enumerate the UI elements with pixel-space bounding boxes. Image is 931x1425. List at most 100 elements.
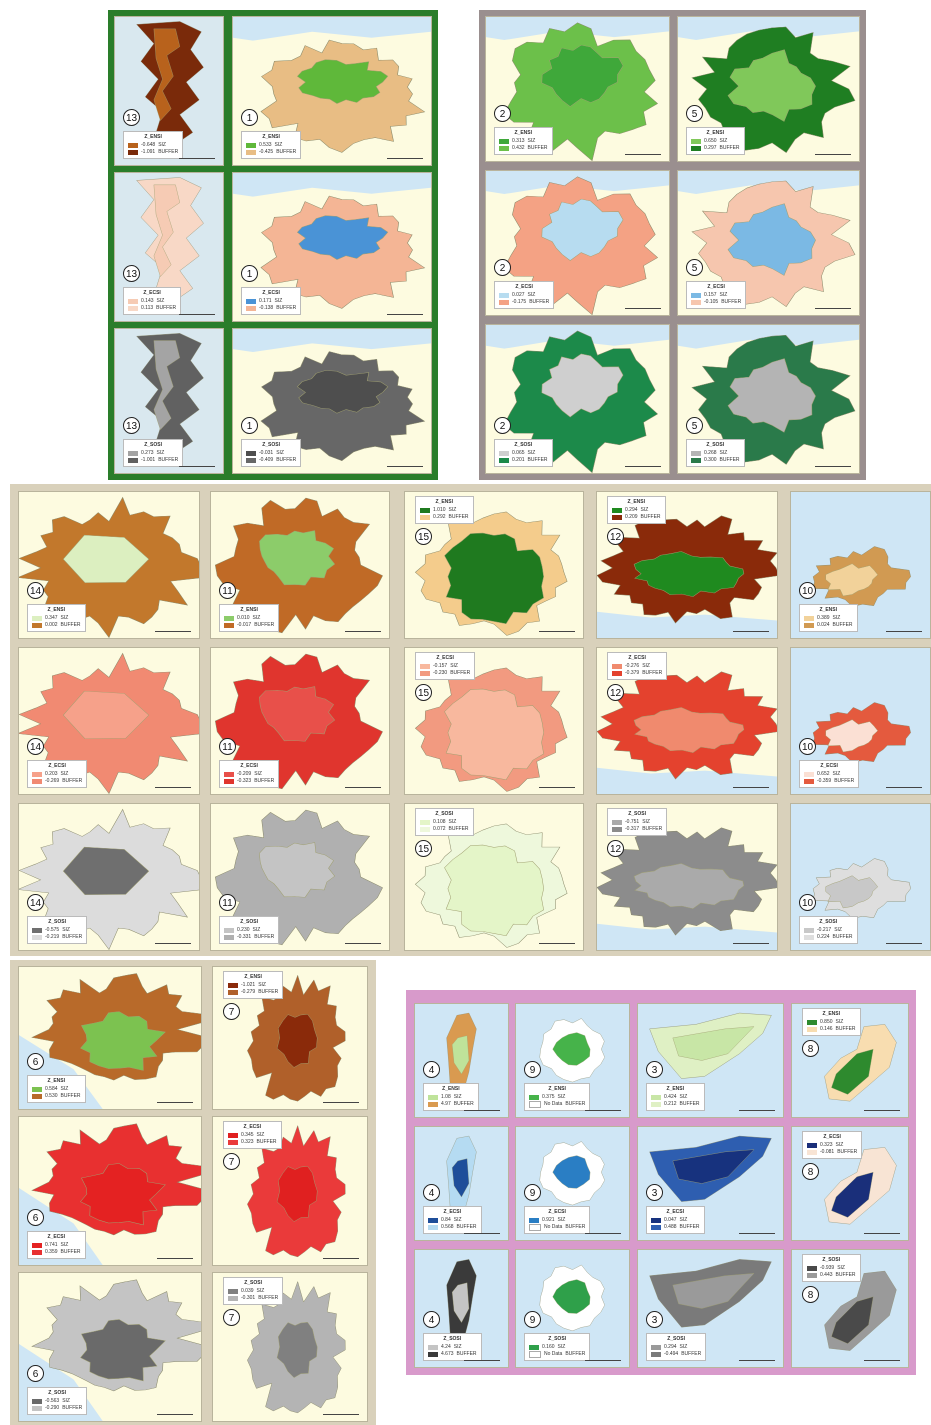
siz-area [276,1322,318,1378]
legend-swatch [529,1351,541,1358]
legend-swatch [246,150,256,155]
legend-category: BUFFER [835,1272,856,1278]
legend-value: 0.294 [664,1344,677,1350]
legend-category: SIZ [450,663,458,669]
scale-bar [387,154,423,159]
legend-title: Z_SOSI [628,811,646,817]
legend-swatch [32,779,42,784]
legend-swatch [224,616,234,621]
legend-swatch [651,1218,661,1223]
scale-bar [733,627,769,632]
legend-value: 0.027 [512,292,525,298]
legend-value: -1.021 [241,982,256,988]
legend-category: SIZ [679,1094,688,1100]
region-number-badge: 4 [423,1311,440,1328]
siz-area [831,1296,874,1344]
map-drawing [597,648,777,794]
legend-title: Z_ENSI [819,607,838,613]
siz-area [541,44,624,107]
legend-value: 0.432 [512,145,525,151]
legend-swatch [691,458,701,463]
legend-swatch [128,451,138,456]
legend-title: Z_SOSI [240,919,258,925]
legend-value: 0.375 [542,1094,555,1100]
legend-category: BUFFER [642,670,663,676]
legend-title: Z_SOSI [514,442,533,448]
legend-swatch [807,1266,817,1271]
legend-value: -1.091 [141,149,156,155]
legend-swatch [499,458,509,463]
scale-bar [323,1410,359,1415]
legend-category: SIZ [60,615,69,621]
scale-bar [739,1356,775,1361]
scale-bar [625,150,661,155]
region-number-badge: 6 [27,1209,44,1226]
scale-bar [585,1229,621,1234]
legend-value: 0.294 [625,507,638,513]
scale-bar [464,1229,500,1234]
legend-swatch [128,458,138,463]
legend-title: Z_ENSI [822,1011,841,1017]
siz-area [452,1282,470,1323]
siz-area [825,563,879,597]
scale-bar [815,462,851,467]
region-number-badge: 11 [219,894,236,911]
sea-area [233,329,431,353]
legend-value: -0.648 [141,142,156,148]
legend-value: 0.533 [259,142,272,148]
scale-bar [539,783,575,788]
siz-area [825,875,879,909]
legend-value: -0.175 [512,299,527,305]
siz-area [296,215,389,260]
scale-bar [157,1098,193,1103]
legend-title: Z_SOSI [262,442,280,448]
legend-title: Z_SOSI [48,919,66,925]
siz-area [672,1026,755,1061]
siz-area [831,1171,874,1218]
region-number-badge: 7 [223,1003,240,1020]
region-number-badge: 2 [494,259,511,276]
legend-category: SIZ [679,1217,688,1223]
legend-category: BUFFER [254,934,275,940]
legend-category: BUFFER [565,1224,586,1230]
siz-area [452,1035,470,1075]
legend-swatch [612,671,622,676]
legend-value: -0.081 [820,1149,835,1155]
legend-value: -0.279 [241,989,256,995]
map-drawing [19,492,199,638]
scale-bar [815,150,851,155]
legend-value: 0.002 [45,622,58,628]
legend-value: 0.010 [237,615,250,621]
region-number-badge: 14 [27,582,44,599]
